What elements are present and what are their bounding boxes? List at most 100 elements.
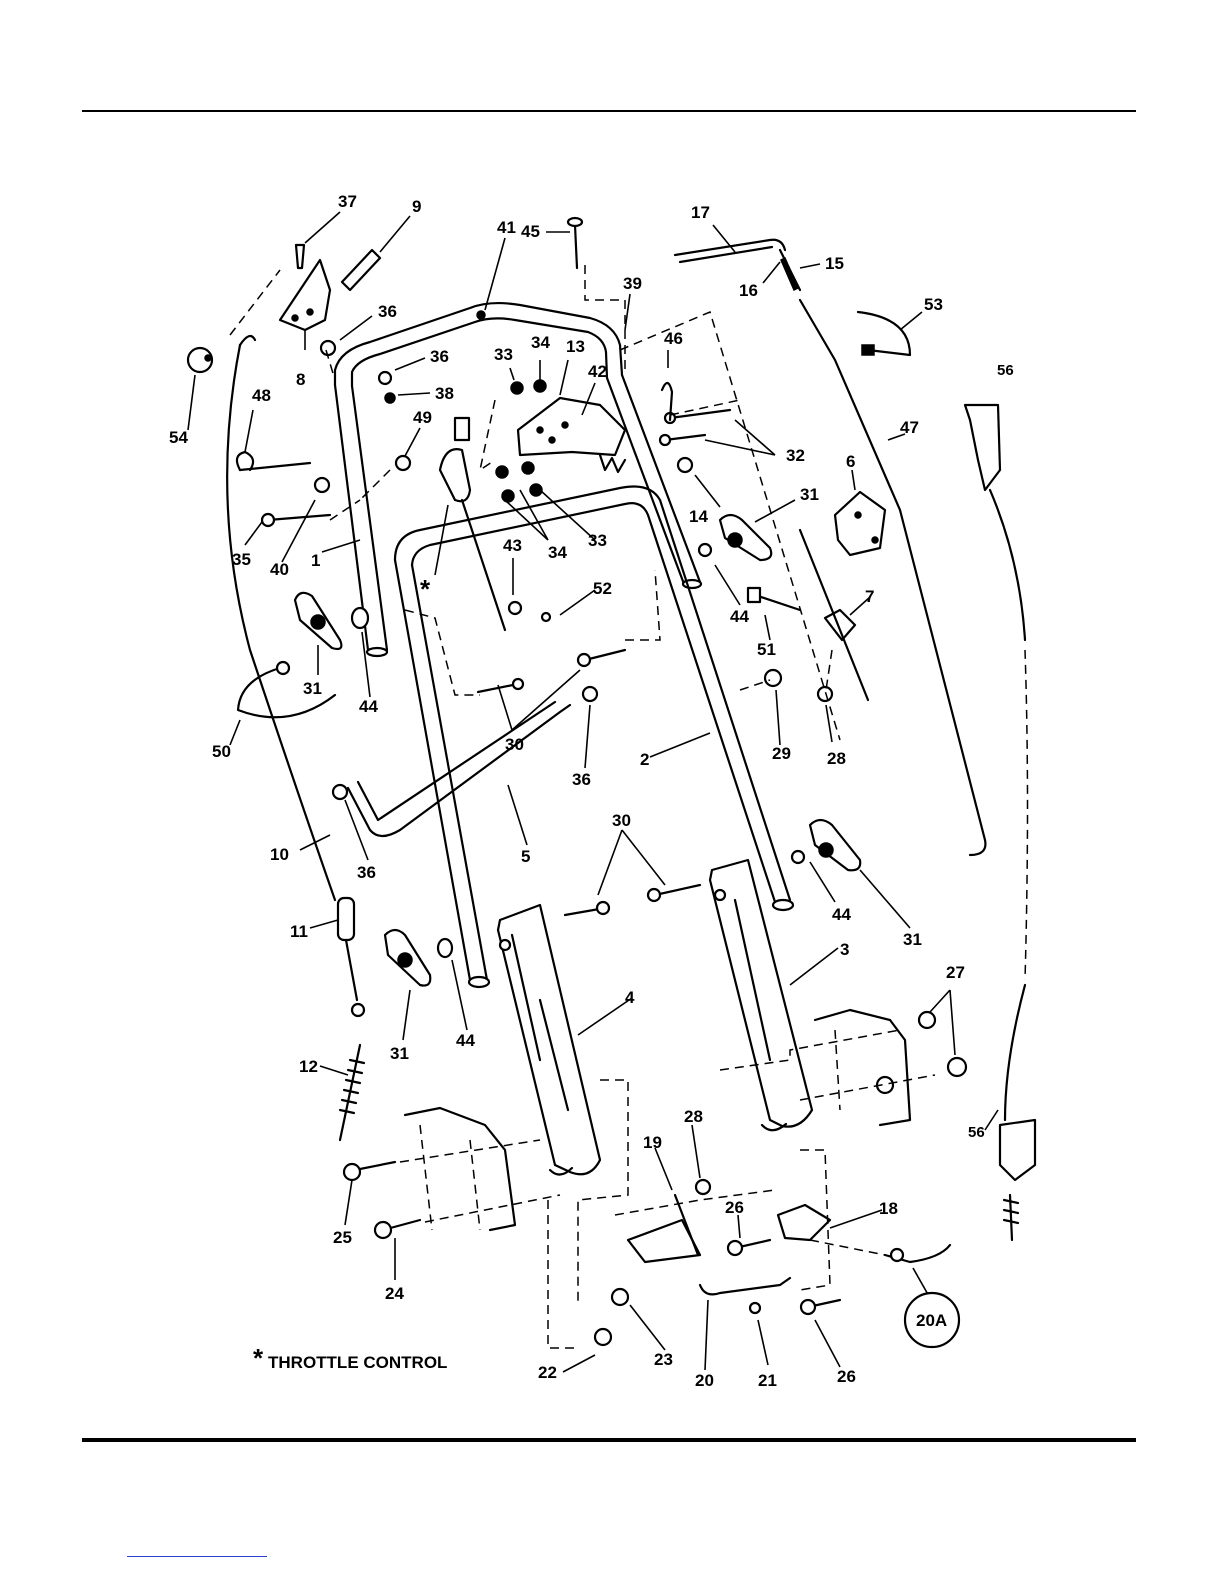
throttle-control-note: * THROTTLE CONTROL (253, 1343, 447, 1373)
label-asterisk-lever: * (420, 574, 431, 604)
label-36-b: 36 (430, 347, 449, 366)
label-48: 48 (252, 386, 271, 405)
label-25: 25 (333, 1228, 352, 1247)
label-36-a: 36 (378, 302, 397, 321)
label-44-c: 44 (832, 905, 851, 924)
label-47: 47 (900, 418, 919, 437)
label-13: 13 (566, 337, 585, 356)
linkage-part-18 (778, 1205, 830, 1240)
label-7: 7 (865, 587, 874, 606)
label-34-b: 34 (548, 543, 567, 562)
label-16: 16 (739, 281, 758, 300)
label-31-a: 31 (800, 485, 819, 504)
label-2: 2 (640, 750, 649, 769)
label-8: 8 (296, 370, 305, 389)
label-41: 41 (497, 218, 516, 237)
label-12: 12 (299, 1057, 318, 1076)
link-part-9 (342, 250, 380, 290)
label-33-b: 33 (588, 531, 607, 550)
label-44-b: 44 (359, 697, 378, 716)
linkage-part-19 (628, 1195, 700, 1262)
label-53: 53 (924, 295, 943, 314)
bracket-part-6 (835, 492, 885, 555)
label-52: 52 (593, 579, 612, 598)
label-23: 23 (654, 1350, 673, 1369)
label-42: 42 (588, 362, 607, 381)
label-5: 5 (521, 847, 530, 866)
label-33-a: 33 (494, 345, 513, 364)
label-36-c: 36 (572, 770, 591, 789)
pin-part-37 (296, 245, 304, 268)
spring-rod-part-17 (675, 240, 800, 290)
label-30-b: 30 (612, 811, 631, 830)
label-4: 4 (625, 988, 635, 1007)
label-22: 22 (538, 1363, 557, 1382)
label-46: 46 (664, 329, 683, 348)
label-15: 15 (825, 254, 844, 273)
deck-bracket-right (815, 1010, 910, 1125)
bracket-part-8 (280, 260, 330, 330)
label-40: 40 (270, 560, 289, 579)
knob-part-31-upper-right (699, 515, 771, 560)
note-asterisk: * (253, 1343, 264, 1373)
knob-part-31-upper-left (295, 593, 368, 649)
clamp-part-54 (188, 348, 212, 372)
label-6: 6 (846, 452, 855, 471)
label-50: 50 (212, 742, 231, 761)
label-49: 49 (413, 408, 432, 427)
label-37: 37 (338, 192, 357, 211)
nuts-washers (315, 341, 966, 1345)
part-20a-assembly (885, 1245, 950, 1262)
label-39: 39 (623, 274, 642, 293)
cable-part-53 (858, 312, 910, 355)
label-3: 3 (840, 940, 849, 959)
rod-part-47 (800, 300, 985, 855)
bar-part-5 (348, 702, 570, 836)
label-51: 51 (757, 640, 776, 659)
label-38: 38 (435, 384, 454, 403)
leader-lines (188, 212, 998, 1372)
label-14: 14 (689, 507, 708, 526)
part-labels: 37 9 41 45 17 39 15 16 53 36 46 33 34 13… (169, 192, 1014, 1390)
label-19: 19 (643, 1133, 662, 1152)
deck-bracket-left (405, 1108, 515, 1230)
cable-sleeve-part-11 (338, 898, 364, 1016)
label-21: 21 (758, 1371, 777, 1390)
label-45: 45 (521, 222, 540, 241)
label-44-a: 44 (730, 607, 749, 626)
label-56-b: 56 (968, 1124, 985, 1141)
label-20: 20 (695, 1371, 714, 1390)
label-35: 35 (232, 550, 251, 569)
left-bracket-part-4 (498, 905, 600, 1175)
label-29: 29 (772, 744, 791, 763)
label-31-c: 31 (903, 930, 922, 949)
label-54: 54 (169, 428, 188, 447)
label-28-a: 28 (827, 749, 846, 768)
label-56-a: 56 (997, 362, 1014, 379)
spring-part-12 (340, 1045, 364, 1140)
label-20a: 20A (916, 1311, 947, 1330)
label-43: 43 (503, 536, 522, 555)
label-32: 32 (786, 446, 805, 465)
lower-handle-part-2 (395, 487, 793, 988)
right-bracket-part-3 (710, 860, 812, 1130)
label-36-d: 36 (357, 863, 376, 882)
label-9: 9 (412, 197, 421, 216)
label-18: 18 (879, 1199, 898, 1218)
knob-part-31-lower-right (792, 820, 860, 870)
label-31-d: 31 (390, 1044, 409, 1063)
label-10: 10 (270, 845, 289, 864)
clip-part-7 (800, 530, 868, 700)
knob-part-31-lower-left (385, 930, 452, 986)
label-26-a: 26 (725, 1198, 744, 1217)
label-17: 17 (691, 203, 710, 222)
cable-assembly-part-56 (965, 405, 1035, 1240)
label-44-d: 44 (456, 1031, 475, 1050)
note-text: THROTTLE CONTROL (268, 1353, 447, 1372)
label-26-b: 26 (837, 1367, 856, 1386)
label-28-b: 28 (684, 1107, 703, 1126)
label-27: 27 (946, 963, 965, 982)
label-24: 24 (385, 1284, 404, 1303)
label-1: 1 (311, 551, 320, 570)
